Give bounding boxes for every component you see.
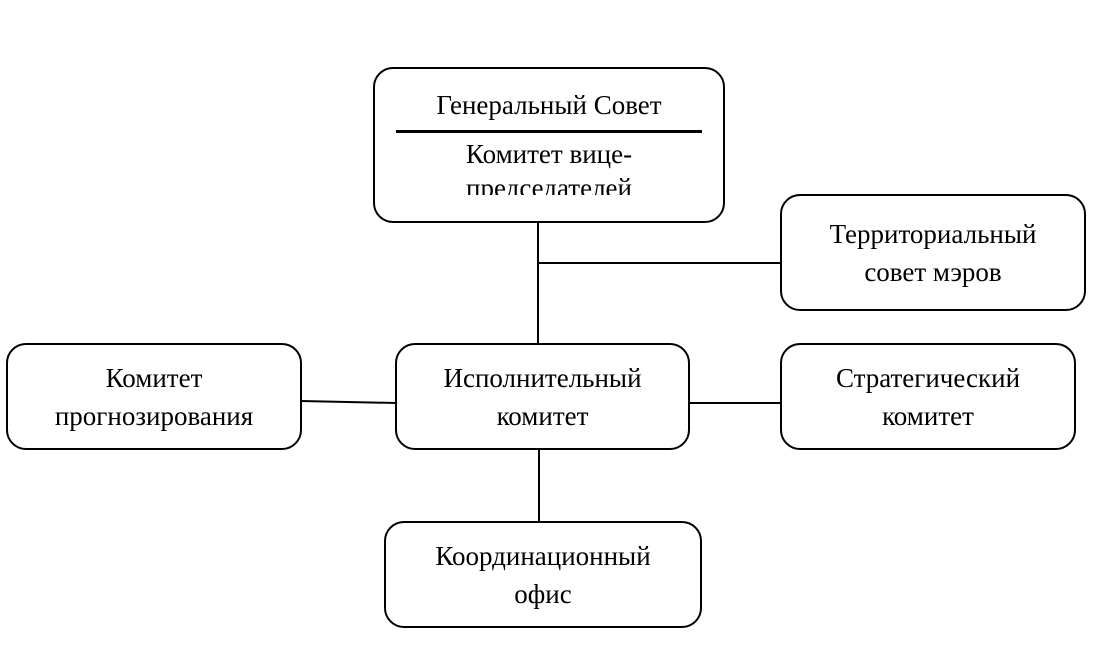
executive-committee-line-1: Исполнительный bbox=[443, 362, 642, 393]
vice-chairs-committee-line-2: председателей bbox=[466, 173, 632, 195]
strategic-committee-line-1: Стратегический bbox=[835, 362, 1021, 393]
territorial-council-line-1: Территориальный bbox=[829, 218, 1037, 249]
forecasting-committee-box: Комитет прогнозирования bbox=[6, 343, 302, 450]
general-council-title: Генеральный Совет bbox=[436, 90, 662, 120]
coordination-office-line-2: офис bbox=[514, 578, 572, 609]
vice-chairs-committee-line-1: Комитет вице- bbox=[465, 139, 633, 169]
coordination-office-box: Координационный офис bbox=[384, 521, 702, 628]
general-council-divider bbox=[396, 130, 702, 133]
strategic-committee-box: Стратегический комитет bbox=[780, 343, 1076, 450]
executive-committee-box: Исполнительный комитет bbox=[395, 343, 690, 450]
forecasting-committee-line-2: прогнозирования bbox=[54, 400, 254, 431]
connector-executive-to-forecasting bbox=[300, 400, 397, 404]
strategic-committee-line-2: комитет bbox=[882, 400, 974, 431]
territorial-council-line-2: совет мэров bbox=[864, 256, 1002, 287]
forecasting-committee-line-1: Комитет bbox=[105, 362, 203, 393]
executive-committee-line-2: комитет bbox=[496, 400, 589, 431]
territorial-council-box: Территориальный совет мэров bbox=[780, 194, 1086, 311]
coordination-office-line-1: Координационный bbox=[435, 540, 651, 571]
general-council-box: Генеральный Совет Комитет вице- председа… bbox=[373, 67, 725, 223]
